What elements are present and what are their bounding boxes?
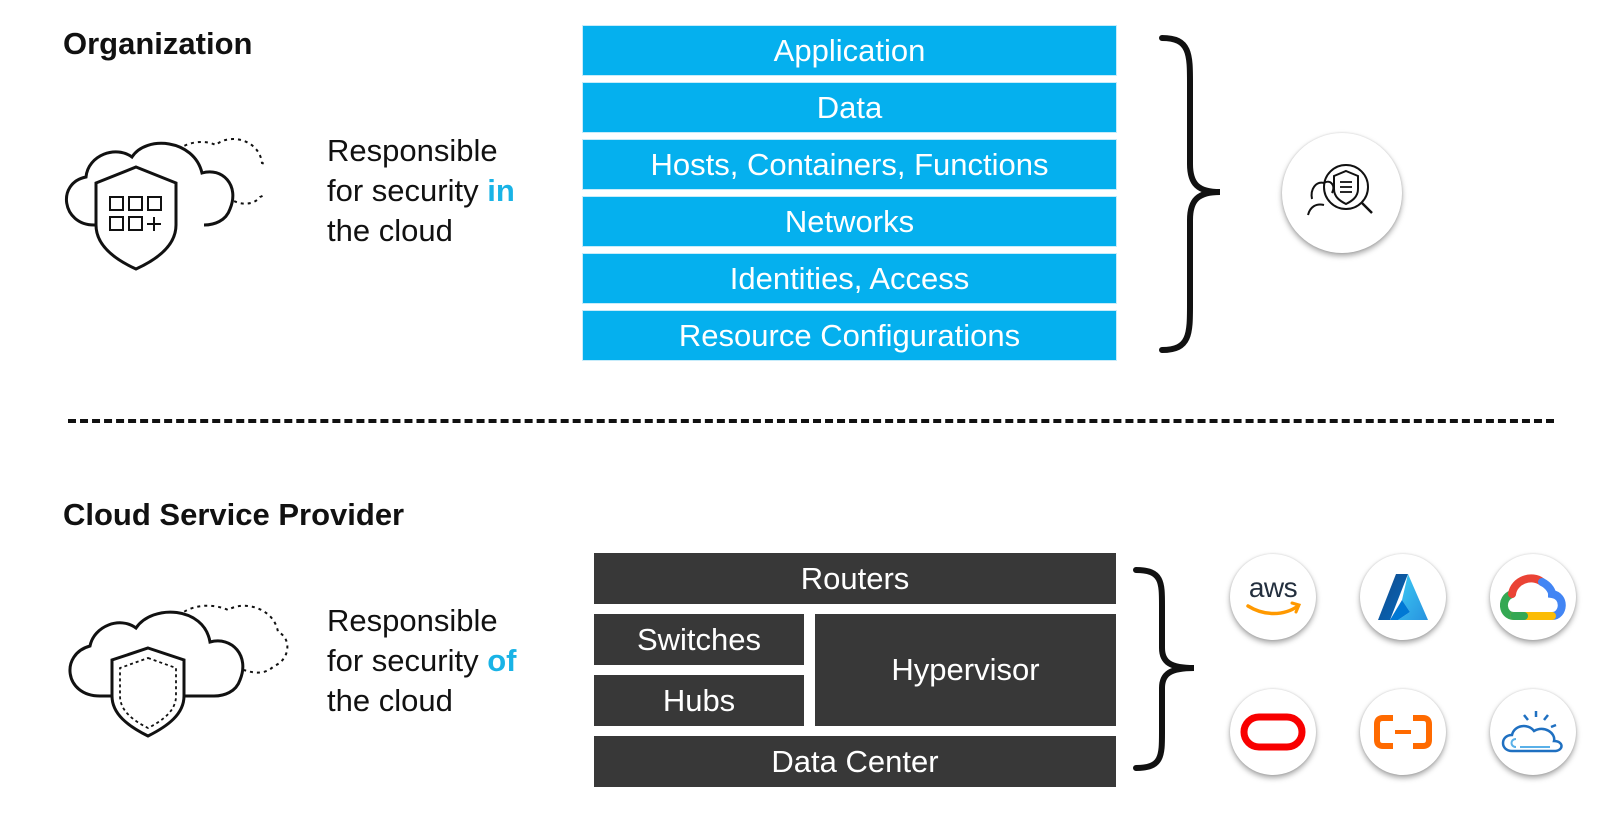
layer-routers: Routers <box>594 553 1116 604</box>
organization-brace <box>1158 34 1228 354</box>
section-divider <box>68 419 1554 423</box>
responsibility-accent-of: of <box>487 643 517 678</box>
oracle-logo <box>1230 689 1316 775</box>
layer-resource-configurations: Resource Configurations <box>583 311 1116 360</box>
azure-logo <box>1360 554 1446 640</box>
ibm-cloud-logo <box>1490 689 1576 775</box>
responsibility-accent-in: in <box>487 173 515 208</box>
responsibility-line-3: the cloud <box>327 213 453 248</box>
google-cloud-logo <box>1490 554 1576 640</box>
organization-heading: Organization <box>63 26 253 61</box>
cloud-shield-apps-icon <box>54 133 274 278</box>
cloud-shield-icon <box>60 600 290 745</box>
responsibility-line-1: Responsible <box>327 133 498 168</box>
security-scan-icon <box>1282 133 1402 253</box>
aws-logo: aws <box>1230 554 1316 640</box>
provider-heading: Cloud Service Provider <box>63 497 405 532</box>
layer-switches: Switches <box>594 614 804 665</box>
layer-application: Application <box>583 26 1116 75</box>
responsibility-line-2: for security in <box>327 173 515 208</box>
provider-responsibility-text: Responsible for security of the cloud <box>327 601 516 721</box>
responsibility-line-1: Responsible <box>327 603 498 638</box>
responsibility-line-3: the cloud <box>327 683 453 718</box>
layer-hosts-containers-functions: Hosts, Containers, Functions <box>583 140 1116 189</box>
responsibility-line-2: for security of <box>327 643 517 678</box>
aws-logo-text: aws <box>1249 572 1297 603</box>
layer-data: Data <box>583 83 1116 132</box>
layer-hubs: Hubs <box>594 675 804 726</box>
layer-identities-access: Identities, Access <box>583 254 1116 303</box>
layer-hypervisor: Hypervisor <box>815 614 1116 726</box>
layer-data-center: Data Center <box>594 736 1116 787</box>
provider-brace <box>1132 566 1202 772</box>
alibaba-cloud-logo <box>1360 689 1446 775</box>
organization-responsibility-text: Responsible for security in the cloud <box>327 131 515 251</box>
layer-networks: Networks <box>583 197 1116 246</box>
